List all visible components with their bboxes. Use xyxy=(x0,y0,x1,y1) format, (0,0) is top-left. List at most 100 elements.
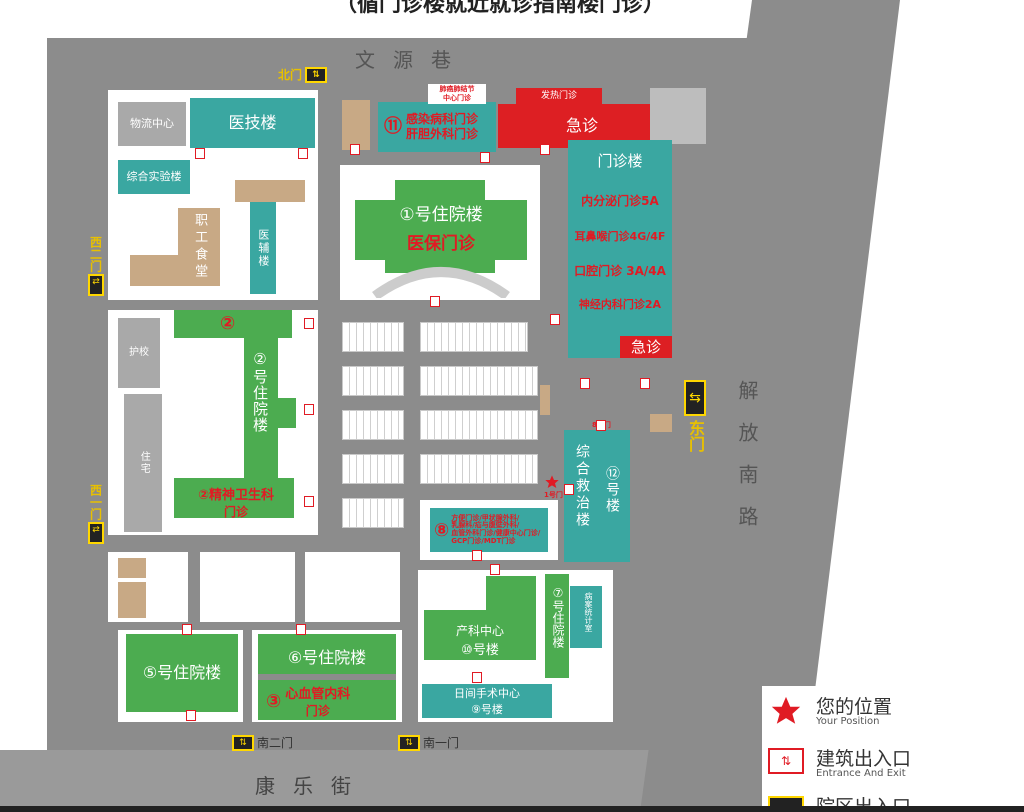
obstetrics-line-2: ⑩号楼 xyxy=(461,643,499,658)
mental-line-1: ②精神卫生科 xyxy=(197,488,274,503)
star-icon xyxy=(771,696,801,724)
south2-gate[interactable]: ⇅ 南二门 xyxy=(232,734,293,751)
infect-line-2: 肝胆外科门诊 xyxy=(406,127,479,141)
outpatient-dept-3: 口腔门诊 3A/4A xyxy=(574,264,666,278)
entrance-icon xyxy=(490,564,500,575)
canteen-wing xyxy=(130,255,180,286)
infectious-building[interactable]: ⑪ 感染病科门诊 肝胆外科门诊 xyxy=(378,102,496,152)
entrance-icon xyxy=(550,314,560,325)
south1-gate[interactable]: ⇅ 南一门 xyxy=(398,734,459,751)
inpatient1-shape xyxy=(355,180,527,298)
entrance-icon xyxy=(296,624,306,635)
entrance-icon xyxy=(304,496,314,507)
inpatient2-label[interactable]: ②号住院楼 xyxy=(251,350,269,433)
parking-4 xyxy=(420,366,538,396)
parking-9 xyxy=(342,498,404,528)
building8-line-1: 方便门诊/甲状腺外科/ xyxy=(451,513,520,522)
lung-center[interactable]: 肺癌肺结节 中心门诊 xyxy=(428,84,486,104)
entrance-icon xyxy=(540,144,550,155)
parking-5 xyxy=(342,410,404,440)
legend-entrance-en: Entrance And Exit xyxy=(816,768,906,779)
lab-building[interactable]: 综合实验楼 xyxy=(118,160,190,194)
nursing-school[interactable]: 护校 xyxy=(118,318,160,388)
entrance-icon xyxy=(640,378,650,389)
tan-lot-4 xyxy=(118,582,146,618)
inpatient7-building[interactable]: ⑦号住院楼 xyxy=(545,574,569,678)
cardio-line-2: 门诊 xyxy=(305,704,330,718)
entrance-icon xyxy=(472,550,482,561)
parking-7 xyxy=(342,454,404,484)
entrance-icon: ⇅ xyxy=(768,748,804,774)
parking-1 xyxy=(342,322,404,352)
entrance-icon xyxy=(480,152,490,163)
building8-line-2: 乳腺科/疝与腹壁外科/ xyxy=(451,521,520,530)
entrance-icon xyxy=(186,710,196,721)
entrance-icon xyxy=(182,624,192,635)
south1-gate-label: 南一门 xyxy=(423,736,460,750)
entrance-icon xyxy=(350,144,360,155)
fever-clinic[interactable]: 发热门诊 xyxy=(516,88,602,106)
inpatient2-num: ② xyxy=(220,313,236,334)
entrance-icon xyxy=(580,378,590,389)
residence-building[interactable]: 住宅 xyxy=(124,394,162,532)
aux-building[interactable]: 医辅楼 xyxy=(250,202,276,294)
gate-icon: ⇅ xyxy=(305,66,328,83)
lung-center-1: 肺癌肺结节 xyxy=(439,85,475,94)
staff-canteen[interactable]: 职工食堂 xyxy=(178,208,220,286)
west2-gate[interactable]: 西二门 ⇄ xyxy=(84,236,108,320)
building-8[interactable]: ⑧ 方便门诊/甲状腺外科/ 乳腺科/疝与腹壁外科/ 血管外科门诊/健康中心门诊/… xyxy=(430,508,548,552)
entrance-icon xyxy=(596,420,606,431)
parking-3 xyxy=(342,366,404,396)
star-icon xyxy=(545,475,559,488)
north-gate-label: 北门 xyxy=(278,68,303,82)
mental-line-2: 门诊 xyxy=(223,505,248,519)
entrance-icon xyxy=(304,318,314,329)
tan-lot-5 xyxy=(650,414,672,432)
records-room[interactable]: 病案统计室 xyxy=(570,586,602,648)
lung-center-2: 中心门诊 xyxy=(443,94,471,102)
outpatient-building[interactable]: 门诊楼 内分泌门诊5A 耳鼻喉门诊4G/4F 口腔门诊 3A/4A 神经内科门诊… xyxy=(568,140,672,358)
north-road-label: 文源巷 xyxy=(355,48,469,72)
entrance-icon xyxy=(430,296,440,307)
inpatient6-building[interactable]: ⑥号住院楼 ③ 心血管内科 门诊 xyxy=(258,634,396,720)
obstetrics-center[interactable]: 产科中心 ⑩号楼 xyxy=(430,618,530,662)
lot-southwest-b xyxy=(200,552,295,622)
south2-gate-label: 南二门 xyxy=(257,736,294,750)
building8-line-4: GCP门诊/MDT门诊 xyxy=(451,536,516,545)
gate-icon: ⇅ xyxy=(232,734,254,751)
inpatient2-shape xyxy=(174,310,296,518)
building8-num: ⑧ xyxy=(434,519,450,541)
logistics-center[interactable]: 物流中心 xyxy=(118,102,186,146)
dayop-line-1: 日间手术中心 xyxy=(454,687,520,700)
north-gate[interactable]: 北门 ⇅ xyxy=(278,66,328,83)
legend-entrance: 建筑出入口 xyxy=(816,748,912,770)
inpatient6-label: ⑥号住院楼 xyxy=(287,648,367,667)
medtech-building[interactable]: 医技楼 xyxy=(190,98,315,148)
gate1-label: 1号门 xyxy=(544,491,563,499)
rescue-num: ⑫号楼 xyxy=(604,466,620,514)
day-surgery-building[interactable]: 日间手术中心 ⑨号楼 xyxy=(422,684,552,718)
rescue-building[interactable]: 综合救治楼 ⑫号楼 xyxy=(564,430,630,562)
inpatient5-building[interactable]: ⑤号住院楼 xyxy=(126,634,238,712)
inpatient6-divider xyxy=(258,674,396,680)
mental-health-clinic[interactable]: ②精神卫生科 门诊 xyxy=(178,484,294,519)
legend-position: 您的位置 xyxy=(816,696,893,718)
parking-6 xyxy=(420,410,538,440)
parking-2 xyxy=(420,322,528,352)
emergency-annex xyxy=(650,88,706,144)
entrance-icon xyxy=(472,672,482,683)
obstetrics-line-1: 产科中心 xyxy=(455,624,504,638)
west1-gate[interactable]: 西一门 ⇄ xyxy=(84,484,108,568)
gate-icon: ⇅ xyxy=(398,734,420,751)
bottom-band xyxy=(0,806,1024,812)
records-label: 病案统计室 xyxy=(584,592,593,632)
entrance-icon xyxy=(298,148,308,159)
east-gate[interactable]: ⇆ 东门 xyxy=(680,380,710,470)
emergency-bottom[interactable]: 急诊 xyxy=(620,336,672,358)
inpatient1-building[interactable]: ①号住院楼 医保门诊 xyxy=(355,196,527,266)
dayop-line-2: ⑨号楼 xyxy=(471,703,503,716)
east-gate-label: 东门 xyxy=(686,420,705,452)
outpatient-dept-4: 神经内科门诊2A xyxy=(578,298,662,311)
